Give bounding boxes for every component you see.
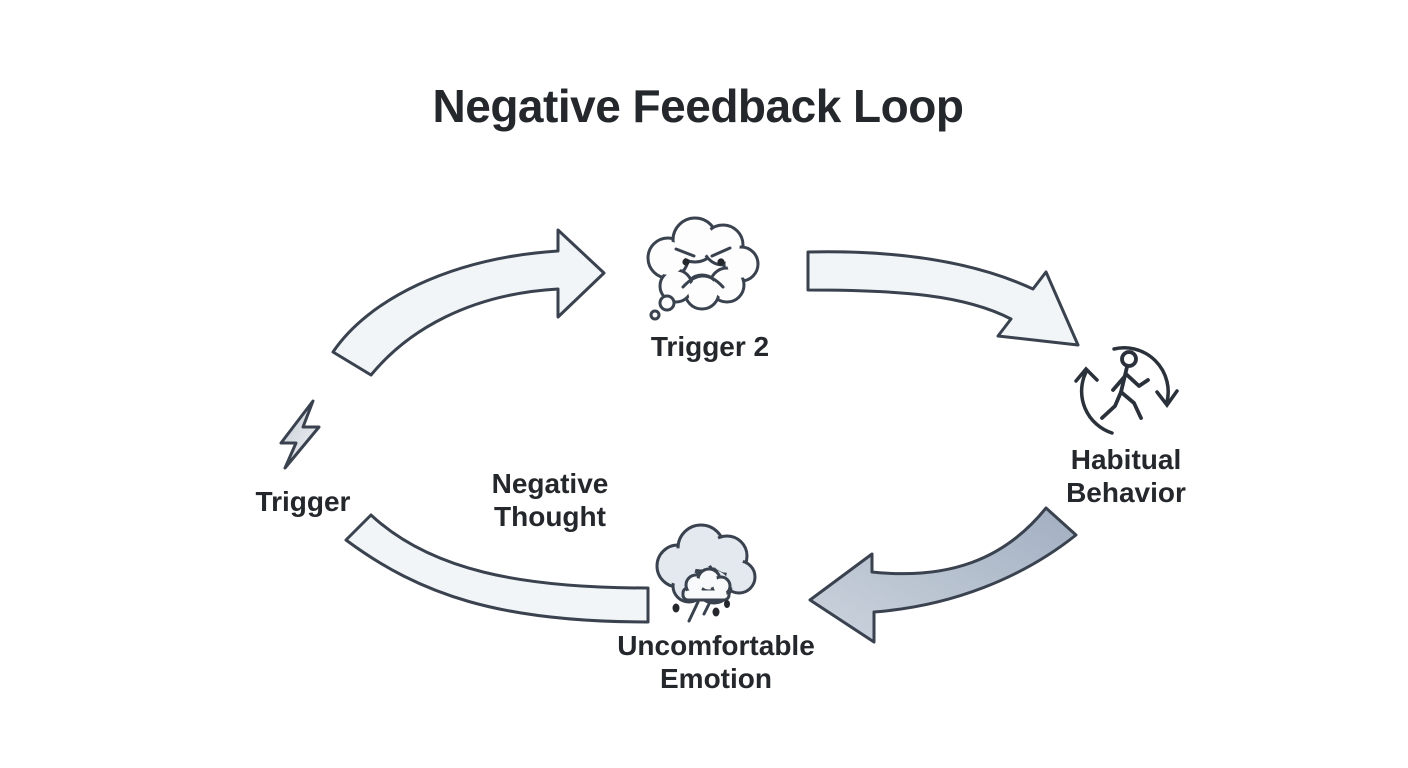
arrow-trigger2-to-habitual-behavior — [806, 250, 1080, 347]
thought-bubble-dot-small — [649, 309, 661, 321]
cycle-arrowhead-up — [1074, 366, 1099, 383]
negative-thought-label-line2: Thought — [494, 501, 606, 532]
angry-thought-cloud-icon — [646, 216, 760, 321]
negative-thought-label-line1: Negative — [492, 468, 609, 499]
arrow-trigger-to-trigger2 — [331, 228, 606, 377]
trigger2-label: Trigger 2 — [651, 331, 769, 362]
lightning-bolt-icon — [279, 399, 321, 470]
arrow-habitual-behavior-to-uncomfortable-emotion — [808, 506, 1078, 644]
walking-person — [1100, 350, 1150, 420]
rain-cloud-icon — [655, 523, 757, 623]
cycle-arrowhead-down — [1155, 389, 1179, 408]
rain-drops — [672, 598, 730, 623]
habitual-behavior-label-line1: Habitual — [1071, 444, 1181, 475]
page-title: Negative Feedback Loop — [433, 80, 964, 132]
uncomfortable-emotion-label-line1: Uncomfortable — [617, 630, 815, 661]
uncomfortable-emotion-label-line2: Emotion — [660, 663, 772, 694]
angry-face — [674, 246, 732, 289]
walking-person-cycle-icon — [1074, 346, 1179, 435]
arrow-uncomfortable-emotion-to-trigger — [344, 513, 650, 624]
thought-bubble-dot-large — [658, 294, 676, 312]
trigger-label: Trigger — [256, 486, 351, 517]
habitual-behavior-label-line2: Behavior — [1066, 477, 1186, 508]
small-front-cloud — [681, 567, 732, 602]
